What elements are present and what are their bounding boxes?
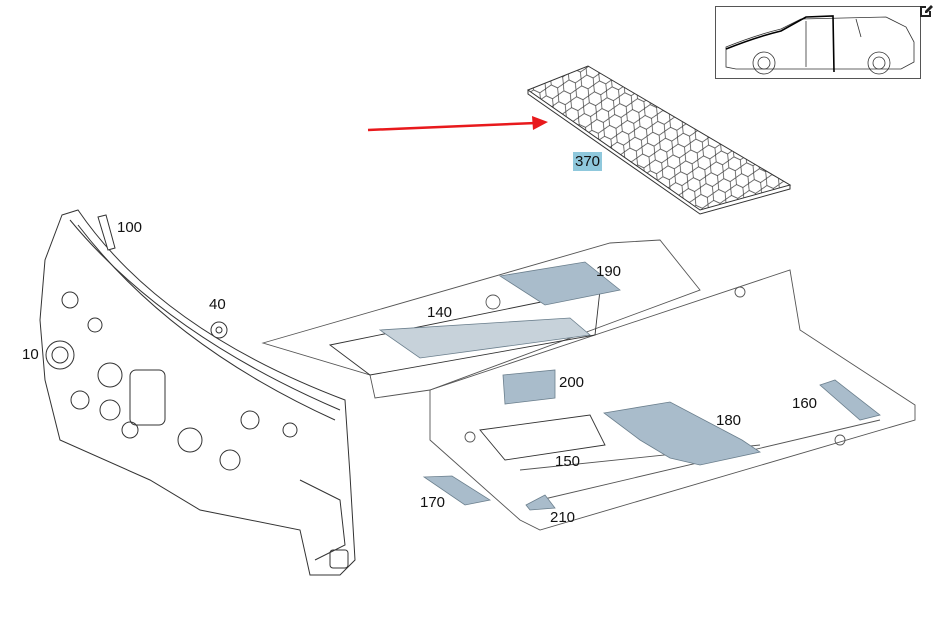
- callout-190[interactable]: 190: [596, 263, 622, 280]
- callout-140[interactable]: 140: [427, 304, 453, 321]
- callout-200[interactable]: 200: [559, 374, 585, 391]
- callout-10[interactable]: 10: [22, 346, 39, 363]
- callout-210[interactable]: 210: [550, 509, 576, 526]
- edit-icon[interactable]: [918, 3, 934, 19]
- part-200[interactable]: [502, 369, 556, 405]
- part-160[interactable]: [819, 379, 881, 421]
- part-180[interactable]: [603, 401, 762, 466]
- callout-170[interactable]: 170: [420, 494, 446, 511]
- part-40-grommet[interactable]: [210, 321, 228, 339]
- part-100[interactable]: [97, 214, 116, 251]
- callout-150[interactable]: 150: [555, 453, 581, 470]
- callout-100[interactable]: 100: [117, 219, 143, 236]
- part-140[interactable]: [378, 317, 591, 359]
- shaded-parts: [378, 261, 881, 511]
- part-10-firewall[interactable]: [39, 209, 356, 576]
- callout-40[interactable]: 40: [209, 296, 226, 313]
- pointer-arrow: [367, 116, 548, 132]
- callout-370[interactable]: 370: [573, 152, 603, 171]
- floor-panel: [261, 239, 916, 531]
- part-170[interactable]: [422, 475, 492, 506]
- part-370-mat[interactable]: [526, 65, 792, 215]
- car-side-icon: [725, 15, 915, 75]
- vehicle-thumbnail[interactable]: [715, 6, 921, 79]
- part-210[interactable]: [525, 494, 556, 511]
- part-190[interactable]: [498, 261, 621, 306]
- callout-160[interactable]: 160: [792, 395, 818, 412]
- callout-180[interactable]: 180: [716, 412, 742, 429]
